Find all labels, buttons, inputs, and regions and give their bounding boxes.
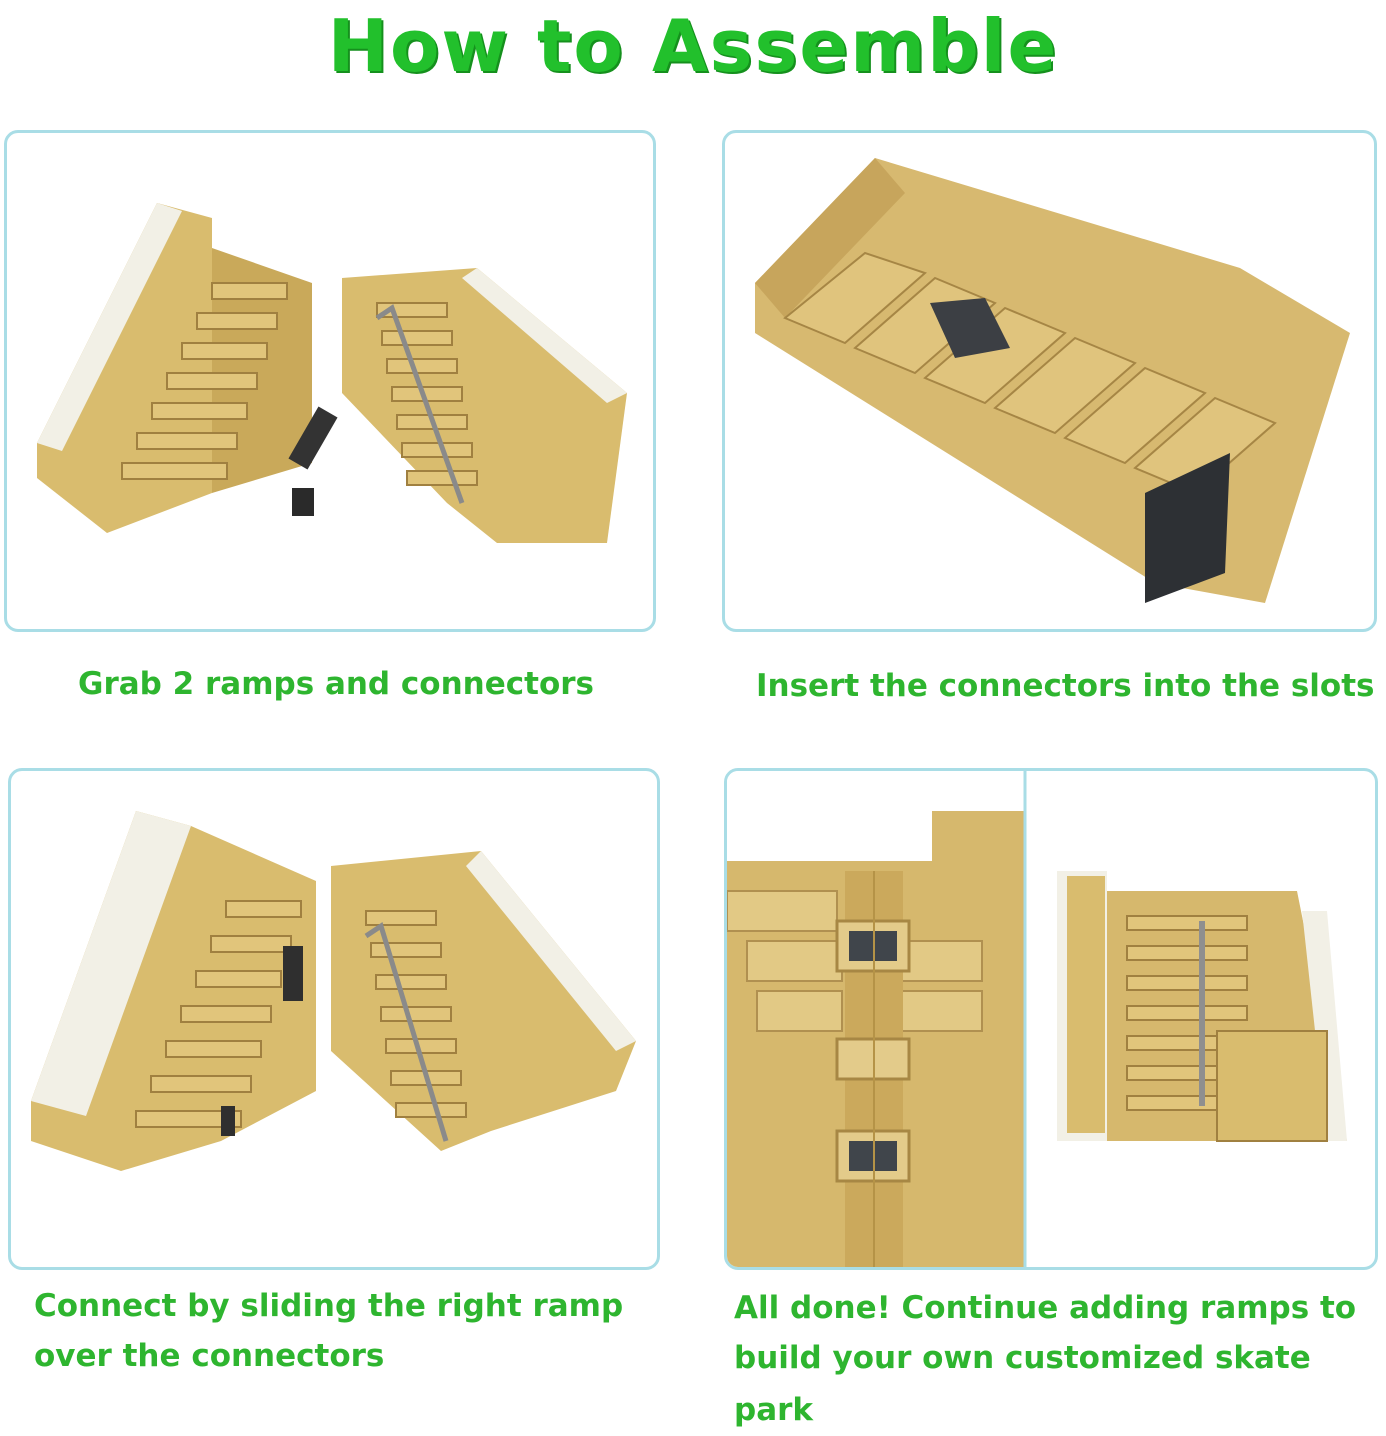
step-4-photo bbox=[724, 768, 1378, 1270]
step-3-caption-line2: over the connectors bbox=[34, 1338, 385, 1374]
step-4-caption-line1: All done! Continue adding ramps to bbox=[734, 1290, 1357, 1326]
step-1-photo bbox=[4, 130, 656, 632]
step-2-caption: Insert the connectors into the slots bbox=[756, 668, 1375, 704]
step-3-photo bbox=[8, 768, 660, 1270]
step-3-caption-line1: Connect by sliding the right ramp bbox=[34, 1288, 624, 1324]
page-title: How to Assemble bbox=[327, 4, 1059, 88]
step-2-photo bbox=[722, 130, 1377, 632]
step-4-caption-line2: build your own customized skate park bbox=[734, 1340, 1311, 1428]
step-1-caption: Grab 2 ramps and connectors bbox=[78, 666, 594, 702]
